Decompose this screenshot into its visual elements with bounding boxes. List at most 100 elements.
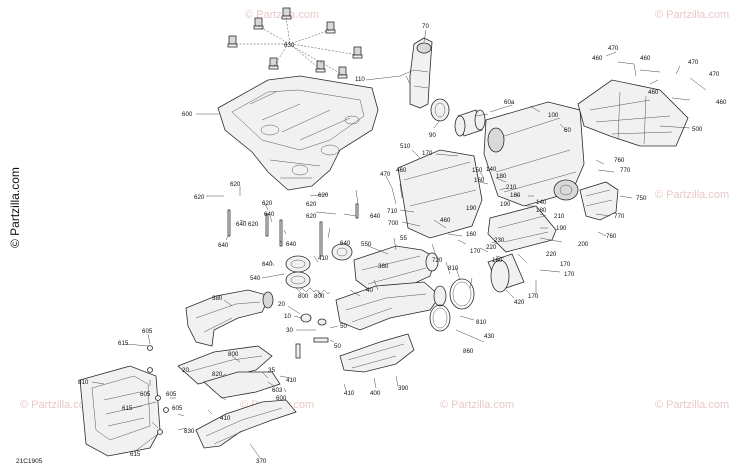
callout-620[interactable]: 620 [318,192,329,199]
callout-170[interactable]: 170 [470,248,481,255]
heat-shield-810[interactable] [79,365,161,457]
callout-605[interactable]: 605 [166,391,177,398]
callout-770[interactable]: 770 [620,167,631,174]
callout-100[interactable]: 100 [548,112,559,119]
callout-760[interactable]: 760 [614,157,625,164]
callout-460[interactable]: 460 [396,167,407,174]
callout-35[interactable]: 35 [268,367,275,374]
connector-pipes[interactable] [177,345,281,399]
callout-640[interactable]: 640 [262,261,273,268]
callout-55[interactable]: 55 [400,235,407,242]
callout-810[interactable]: 810 [78,379,89,386]
stud[interactable] [265,213,269,237]
callout-390[interactable]: 390 [398,385,409,392]
bolt[interactable] [155,395,161,401]
exhaust-pipe-370[interactable] [195,399,297,449]
callout-620[interactable]: 620 [262,200,273,207]
callout-470[interactable]: 470 [709,71,720,78]
callout-60[interactable]: 60 [564,127,571,134]
callout-640[interactable]: 640 [340,240,351,247]
callout-70[interactable]: 70 [422,23,429,30]
callout-800[interactable]: 800 [314,293,325,300]
nut[interactable] [352,46,363,59]
callout-550[interactable]: 550 [361,241,372,248]
nut[interactable] [325,21,336,34]
callout-160[interactable]: 160 [492,257,503,264]
callout-620[interactable]: 620 [194,194,205,201]
sleeve-60a[interactable] [454,109,486,137]
coupler-550[interactable] [331,243,353,261]
callout-540[interactable]: 540 [250,275,261,282]
callout-710[interactable]: 710 [387,208,398,215]
callout-40[interactable]: 40 [366,287,373,294]
callout-615[interactable]: 615 [130,451,141,458]
callout-50[interactable]: 50 [334,343,341,350]
bracket-70[interactable] [409,37,433,109]
callout-800[interactable]: 800 [298,293,309,300]
callout-640[interactable]: 640 [286,241,297,248]
clamp-ring-810[interactable] [449,278,475,310]
callout-860[interactable]: 860 [463,348,474,355]
callout-410[interactable]: 410 [220,415,231,422]
callout-603[interactable]: 603 [272,387,283,394]
callout-760[interactable]: 760 [606,233,617,240]
callout-190[interactable]: 190 [500,201,511,208]
gasket[interactable] [317,318,327,326]
callout-170[interactable]: 170 [564,271,575,278]
callout-640[interactable]: 640 [264,211,275,218]
callout-470[interactable]: 470 [688,59,699,66]
callout-700[interactable]: 700 [388,220,399,227]
stud[interactable] [227,209,231,237]
callout-500[interactable]: 500 [692,126,703,133]
callout-620[interactable]: 620 [230,181,241,188]
callout-110[interactable]: 110 [355,76,365,83]
callout-170[interactable]: 170 [560,261,571,268]
flex-pipe-55[interactable] [353,245,439,293]
nut[interactable] [315,60,326,73]
callout-410[interactable]: 410 [286,377,297,384]
heat-shield-600[interactable] [217,75,379,191]
spring[interactable] [295,343,301,359]
nut[interactable] [227,35,238,48]
callout-210[interactable]: 210 [506,184,517,191]
callout-640[interactable]: 640 [236,221,247,228]
callout-140[interactable]: 140 [536,199,547,206]
callout-720[interactable]: 720 [432,257,443,264]
bolt[interactable] [147,345,153,351]
callout-460[interactable]: 460 [592,55,603,62]
callout-50[interactable]: 50 [340,323,347,330]
callout-170[interactable]: 170 [528,293,539,300]
callout-600[interactable]: 600 [182,111,193,118]
callout-210[interactable]: 210 [554,213,565,220]
manifold-pipe-380[interactable] [185,289,274,347]
bolt[interactable] [147,367,153,373]
callout-810[interactable]: 810 [476,319,487,326]
callout-460[interactable]: 460 [716,99,727,106]
callout-90[interactable]: 90 [429,132,436,139]
callout-140[interactable]: 140 [486,166,497,173]
nut[interactable] [337,66,348,79]
callout-605[interactable]: 605 [172,405,183,412]
callout-430[interactable]: 430 [484,333,495,340]
bolt[interactable] [157,429,163,435]
callout-630[interactable]: 630 [284,42,295,49]
callout-400[interactable]: 400 [370,390,381,397]
callout-370[interactable]: 370 [256,458,267,465]
callout-180[interactable]: 180 [510,192,521,199]
stud[interactable] [279,219,283,247]
gasket[interactable] [300,313,312,323]
callout-20[interactable]: 20 [182,367,189,374]
stud[interactable] [319,221,323,257]
callout-60a[interactable]: 60a [504,99,515,106]
callout-510[interactable]: 510 [400,143,411,150]
callout-820[interactable]: 820 [212,371,223,378]
callout-160[interactable]: 160 [466,231,477,238]
callout-410[interactable]: 410 [318,255,329,262]
callout-380[interactable]: 380 [378,263,389,270]
spring[interactable] [313,337,329,343]
heat-shield-500[interactable] [577,79,689,147]
callout-30[interactable]: 30 [286,327,293,334]
callout-150[interactable]: 150 [472,167,483,174]
bolt[interactable] [163,407,169,413]
muffler-shell-510[interactable] [397,149,483,239]
